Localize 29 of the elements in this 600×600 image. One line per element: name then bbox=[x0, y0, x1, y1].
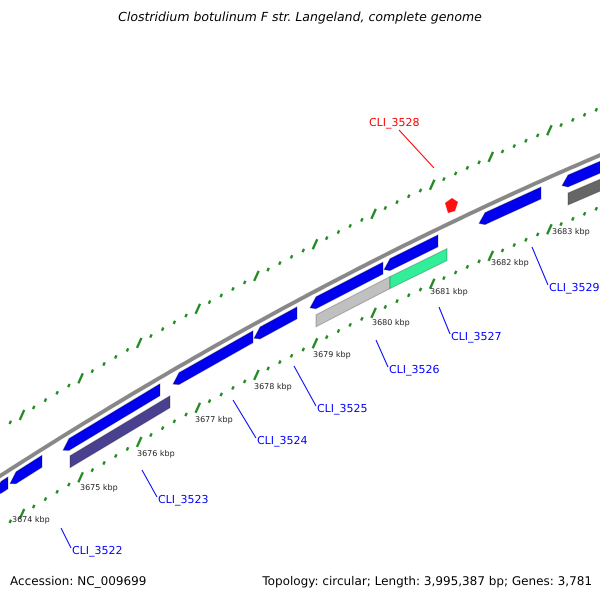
position-label: 3676 kbp bbox=[137, 450, 175, 458]
position-label: 3683 kbp bbox=[552, 228, 590, 236]
position-label: 3682 kbp bbox=[491, 259, 529, 267]
leader-line bbox=[60, 528, 72, 548]
position-label: 3679 kbp bbox=[313, 351, 351, 359]
gene-label: CLI_3526 bbox=[389, 364, 440, 375]
leader-line bbox=[398, 130, 434, 168]
leader-line bbox=[232, 400, 256, 438]
gene-label: CLI_3527 bbox=[451, 331, 502, 342]
gene-label: CLI_3524 bbox=[257, 435, 308, 446]
position-label: 3677 kbp bbox=[195, 416, 233, 424]
position-label: 3675 kbp bbox=[80, 484, 118, 492]
position-label: 3680 kbp bbox=[372, 319, 410, 327]
gene-label: CLI_3523 bbox=[158, 494, 209, 505]
position-label: 3674 kbp bbox=[12, 516, 50, 524]
position-label: 3678 kbp bbox=[254, 383, 292, 391]
genome-stats-note: Topology: circular; Length: 3,995,387 bp; Genes: 3,781 bbox=[262, 575, 592, 587]
accession-note: Accession: NC_009699 bbox=[10, 575, 146, 587]
genome-title: Clostridium botulinum F str. Langeland, complete genome bbox=[117, 11, 483, 24]
leader-line bbox=[294, 366, 316, 406]
leader-line bbox=[376, 340, 388, 368]
leader-line bbox=[438, 306, 450, 334]
gene-label: CLI_3528 bbox=[369, 117, 420, 128]
leader-line bbox=[142, 470, 158, 498]
gene-label: CLI_3522 bbox=[72, 545, 123, 556]
gene-label: CLI_3529 bbox=[549, 282, 600, 293]
leader-line bbox=[532, 246, 548, 286]
gene-label: CLI_3525 bbox=[317, 403, 368, 414]
position-label: 3681 kbp bbox=[430, 288, 468, 296]
